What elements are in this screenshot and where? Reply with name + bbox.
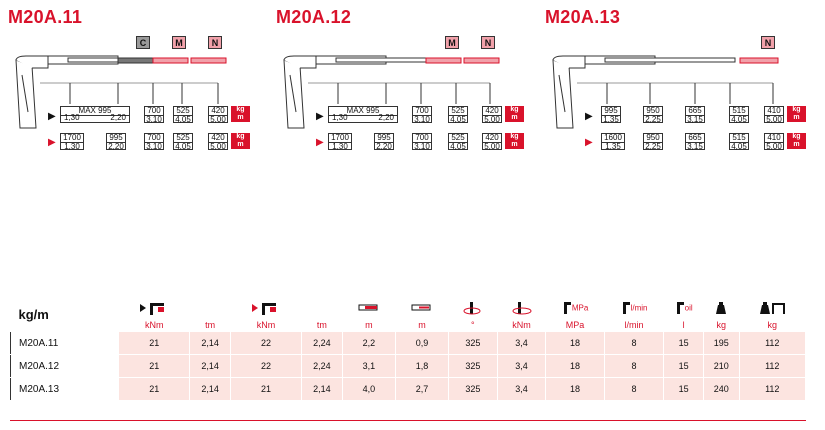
- crane-diagram: [283, 55, 500, 129]
- boom-tag-n: N: [761, 36, 775, 49]
- icon-header-row: kg/m MPa l/min oil: [11, 297, 806, 322]
- hydraulic-outreach-icon: [342, 297, 395, 319]
- lift-moment-icon: [119, 297, 190, 319]
- model-cell: M20A.13: [9, 377, 120, 401]
- slewing-torque-icon: [497, 297, 546, 319]
- bottom-divider: [10, 420, 806, 421]
- row-marker-black: ▶: [316, 111, 324, 122]
- model-title: M20A.13: [545, 7, 621, 27]
- model-cell: M20A.11: [9, 331, 120, 355]
- crane-diagram: [15, 55, 227, 129]
- row-marker-black: ▶: [48, 111, 56, 122]
- table-head-label: kg/m: [18, 306, 49, 322]
- max-load-box: MAX 995 1,30 2,20: [328, 106, 398, 123]
- boom-tag-m: M: [172, 36, 186, 49]
- flow-icon: l/min: [604, 297, 663, 319]
- pressure-icon: MPa: [546, 297, 605, 319]
- weight-icon: [704, 297, 739, 319]
- model-cell: M20A.12: [9, 354, 120, 378]
- weight-stand-icon: [739, 297, 805, 319]
- lift-moment-icon: [190, 297, 231, 319]
- model-title: M20A.12: [276, 7, 352, 27]
- boom-tag-n: N: [481, 36, 495, 49]
- manual-outreach-icon: [395, 297, 448, 319]
- row-marker-red: ▶: [316, 137, 324, 148]
- oil-tank-icon: oil: [664, 297, 704, 319]
- crane-diagram: [552, 55, 779, 129]
- boom-tag-c: C: [136, 36, 150, 49]
- boom-tag-n: N: [208, 36, 222, 49]
- max-lift-moment-icon: [301, 297, 342, 319]
- slewing-angle-icon: [449, 297, 498, 319]
- max-lift-moment-icon: [231, 297, 302, 319]
- row-marker-black: ▶: [585, 111, 593, 122]
- row-marker-red: ▶: [48, 137, 56, 148]
- max-load-box: MAX 995 1,30 2,20: [60, 106, 130, 123]
- model-title: M20A.11: [8, 7, 83, 27]
- boom-tag-m: M: [445, 36, 459, 49]
- row-marker-red: ▶: [585, 137, 593, 148]
